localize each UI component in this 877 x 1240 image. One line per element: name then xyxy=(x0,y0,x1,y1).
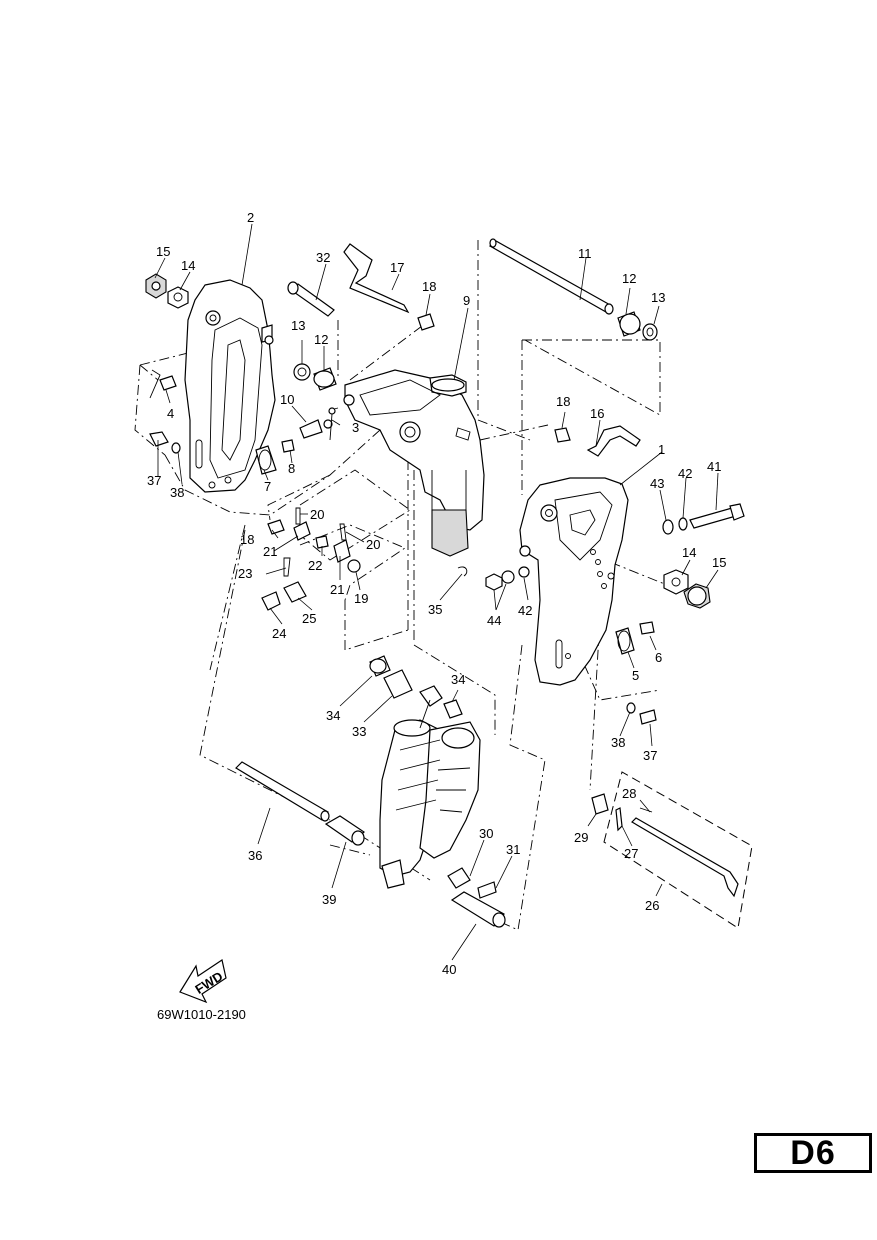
callout-22: 22 xyxy=(308,558,322,573)
callout-33: 33 xyxy=(352,724,366,739)
callout-18-right: 18 xyxy=(556,394,570,409)
callout-16: 16 xyxy=(590,406,604,421)
callout-20-lower: 20 xyxy=(366,537,380,552)
callout-6: 6 xyxy=(655,650,662,665)
callout-44: 44 xyxy=(487,613,501,628)
callout-19: 19 xyxy=(354,591,368,606)
callout-26: 26 xyxy=(645,898,659,913)
callout-35: 35 xyxy=(428,602,442,617)
callout-38: 38 xyxy=(170,485,184,500)
callout-12-left: 12 xyxy=(314,332,328,347)
callout-31: 31 xyxy=(506,842,520,857)
callout-36: 36 xyxy=(248,848,262,863)
callout-37-right: 37 xyxy=(643,748,657,763)
callout-11: 11 xyxy=(578,246,592,261)
callout-28: 28 xyxy=(622,786,636,801)
callout-14-right: 14 xyxy=(682,545,696,560)
callout-numbers: 1 2 3 4 5 6 7 8 9 10 11 12 12 13 13 14 1… xyxy=(147,210,726,977)
callout-25: 25 xyxy=(302,611,316,626)
callout-8: 8 xyxy=(288,461,295,476)
callout-38-right: 38 xyxy=(611,735,625,750)
callout-21-lower: 21 xyxy=(330,582,344,597)
page-badge: D6 xyxy=(754,1133,872,1173)
callout-10: 10 xyxy=(280,392,294,407)
callout-17: 17 xyxy=(390,260,404,275)
callout-leaders xyxy=(154,223,719,961)
callout-37: 37 xyxy=(147,473,161,488)
callout-13-left: 13 xyxy=(291,318,305,333)
callout-42: 42 xyxy=(678,466,692,481)
callout-18-lock: 18 xyxy=(240,532,254,547)
callout-7: 7 xyxy=(264,479,271,494)
power-trim-tilt-unit xyxy=(379,685,481,889)
callout-15-right: 15 xyxy=(712,555,726,570)
callout-9: 9 xyxy=(463,293,470,308)
fwd-arrow-icon: FWD xyxy=(179,959,227,1004)
callout-13: 13 xyxy=(651,290,665,305)
callout-12: 12 xyxy=(622,271,636,286)
callout-3: 3 xyxy=(352,420,359,435)
hardware-small-parts xyxy=(145,243,745,815)
callout-32: 32 xyxy=(316,250,330,265)
callout-43: 43 xyxy=(650,476,664,491)
tilt-rod-kit xyxy=(603,771,753,929)
callout-15: 15 xyxy=(156,244,170,259)
callout-34: 34 xyxy=(326,708,340,723)
callout-39: 39 xyxy=(322,892,336,907)
callout-5: 5 xyxy=(632,668,639,683)
callout-41: 41 xyxy=(707,459,721,474)
callout-18: 18 xyxy=(422,279,436,294)
right-clamp-bracket xyxy=(519,477,629,686)
callout-30: 30 xyxy=(479,826,493,841)
callout-1: 1 xyxy=(658,442,665,457)
callout-23: 23 xyxy=(238,566,252,581)
page-badge-label: D6 xyxy=(790,1134,836,1172)
tilt-shaft xyxy=(488,238,614,315)
left-clamp-bracket xyxy=(184,279,276,493)
drawing-code: 69W1010-2190 xyxy=(157,1007,246,1022)
callout-14: 14 xyxy=(181,258,195,273)
callout-27: 27 xyxy=(624,846,638,861)
callout-34-right: 34 xyxy=(451,672,465,687)
callout-29: 29 xyxy=(574,830,588,845)
lower-shafts xyxy=(235,761,506,928)
callout-24: 24 xyxy=(272,626,286,641)
callout-42-lower: 42 xyxy=(518,603,532,618)
callout-40: 40 xyxy=(442,962,456,977)
swivel-bracket xyxy=(343,369,485,557)
callout-21: 21 xyxy=(263,544,277,559)
callout-20: 20 xyxy=(310,507,324,522)
callout-4: 4 xyxy=(167,406,174,421)
callout-2: 2 xyxy=(247,210,254,225)
